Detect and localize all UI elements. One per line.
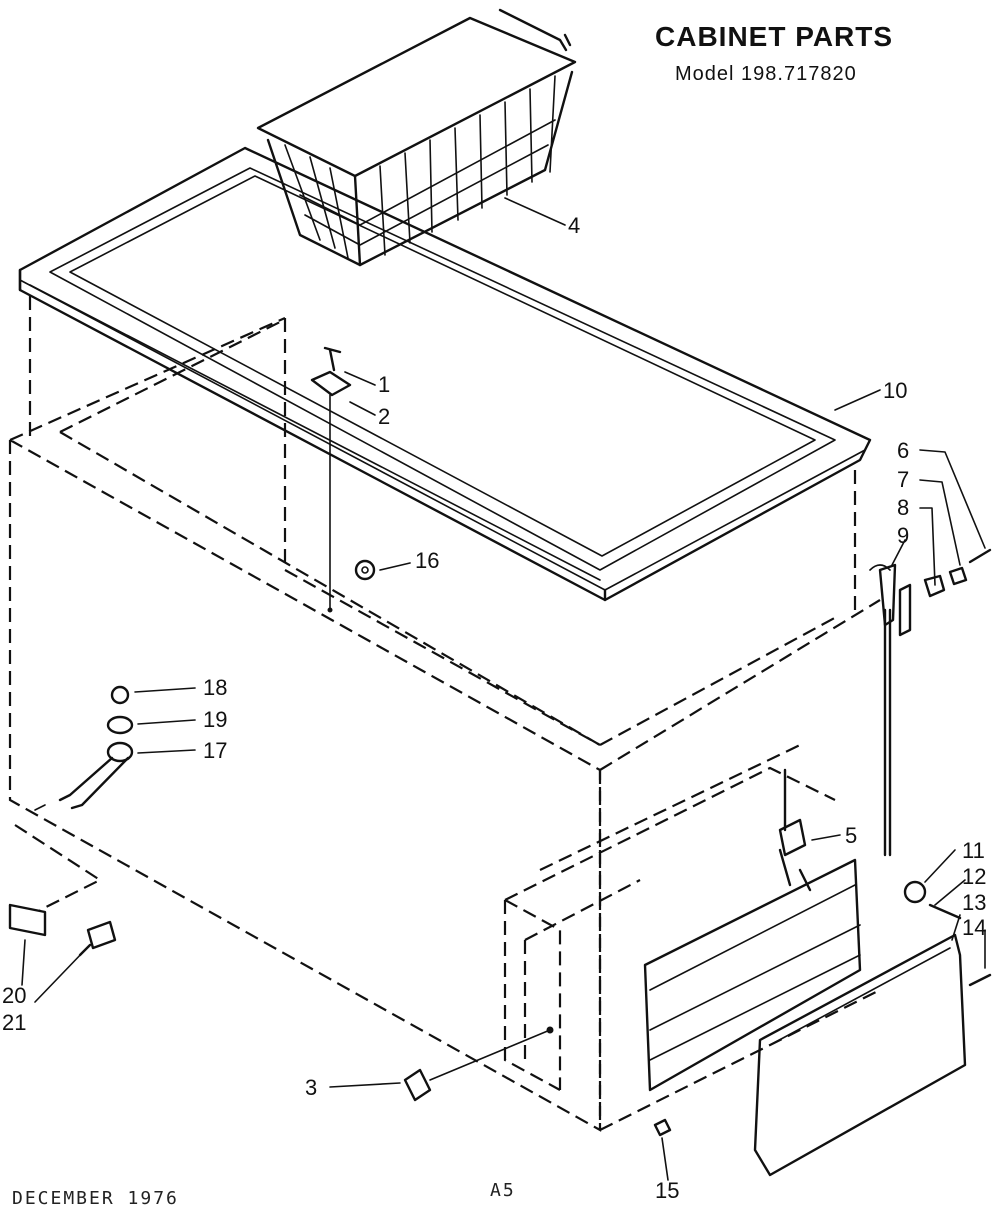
callout-20: 20 xyxy=(2,983,26,1008)
model-number: Model 198.717820 xyxy=(675,63,857,85)
callout-4: 4 xyxy=(568,213,580,238)
callout-17: 17 xyxy=(203,738,227,763)
drain-assembly xyxy=(14,685,134,911)
callout-12: 12 xyxy=(962,864,986,889)
callout-19: 19 xyxy=(203,707,227,732)
leader-lines xyxy=(21,197,986,1181)
callout-5: 5 xyxy=(845,823,857,848)
callout-13: 13 xyxy=(962,890,986,915)
callout-2: 2 xyxy=(378,404,390,429)
drain-plug xyxy=(310,346,352,613)
leg-parts xyxy=(8,903,117,957)
lid-hinge xyxy=(869,548,992,857)
callout-10: 10 xyxy=(883,378,907,403)
cabinet-body xyxy=(8,296,881,1132)
footer-date: DECEMBER 1976 xyxy=(12,1188,179,1209)
callout-11: 11 xyxy=(962,838,985,863)
hole-plug xyxy=(354,559,376,581)
callout-1: 1 xyxy=(378,372,390,397)
wire-basket xyxy=(256,8,577,267)
callout-15: 15 xyxy=(655,1178,679,1203)
callout-8: 8 xyxy=(897,495,909,520)
callout-6: 6 xyxy=(897,438,909,463)
callout-9: 9 xyxy=(897,523,909,548)
callout-7: 7 xyxy=(897,467,909,492)
diagram-title: CABINET PARTS xyxy=(655,21,893,52)
callout-16: 16 xyxy=(415,548,439,573)
breaker-frame xyxy=(18,146,872,602)
callout-14: 14 xyxy=(962,915,986,940)
callout-21: 21 xyxy=(2,1010,26,1035)
callout-18: 18 xyxy=(203,675,227,700)
callout-3: 3 xyxy=(305,1075,317,1100)
footer-code: A5 xyxy=(490,1180,516,1201)
callout-numbers: 1 2 3 4 5 6 7 8 9 10 11 12 13 14 15 16 1… xyxy=(2,213,986,1203)
control-box xyxy=(403,744,992,1177)
